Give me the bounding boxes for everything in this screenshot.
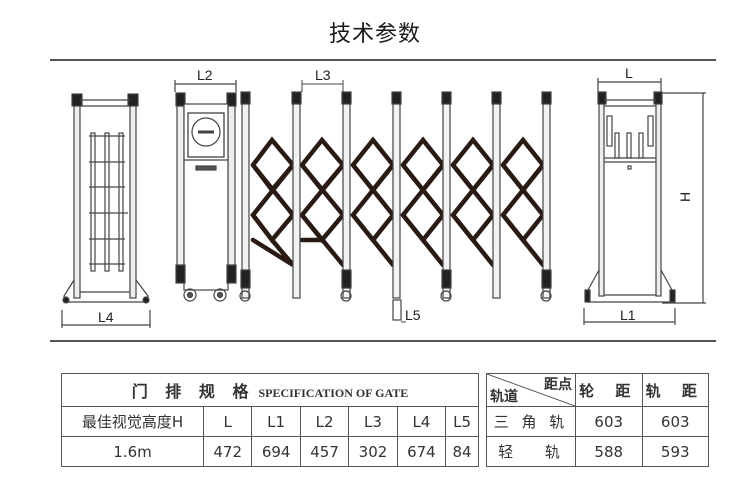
spec-header-en: SPECIFICATION OF GATE [258, 386, 409, 400]
cell-L1: 694 [251, 436, 301, 467]
cell-wheel-distance: 603 [575, 406, 643, 437]
cell-L: 472 [202, 436, 253, 467]
cell-height: 1.6m [61, 436, 204, 467]
col-header-L1: L1 [251, 406, 301, 437]
col-header-L2: L2 [299, 406, 350, 437]
col-header-height: 最佳视觉高度H [61, 406, 204, 437]
cell-L5: 84 [445, 436, 479, 467]
table-row: 三 角 轨 603 603 [486, 406, 709, 437]
label-L3: L3 [315, 67, 331, 83]
gate-posts [239, 91, 552, 321]
col-header-L4: L4 [396, 406, 447, 437]
track-table: 距点 轨道 轮 距 轨 距 三 角 轨 603 603 轻 轨 588 593 [486, 373, 709, 467]
corner-cell: 距点 轨道 [486, 373, 576, 407]
corner-label-bottom: 轨道 [490, 389, 518, 405]
label-L2: L2 [197, 67, 213, 83]
label-L4: L4 [98, 309, 114, 325]
label-L1: L1 [620, 307, 636, 323]
cell-L3: 302 [348, 436, 398, 467]
table-row: 1.6m 472 694 457 302 674 84 [61, 436, 479, 467]
table-row: 轻 轨 588 593 [486, 436, 709, 467]
cell-rail-distance: 603 [641, 406, 709, 437]
row-label-triangle-rail: 三 角 轨 [486, 406, 576, 437]
side-view-right [583, 78, 706, 325]
cell-rail-distance: 593 [641, 436, 709, 467]
bottom-divider [50, 340, 716, 342]
label-L: L [625, 65, 633, 81]
col-header-wheel-distance: 轮 距 [575, 373, 643, 407]
label-L5: L5 [405, 307, 421, 323]
diagonal-divider [487, 374, 575, 406]
spec-header-cn: 门 排 规 格 [131, 382, 255, 401]
row-label-light-rail: 轻 轨 [486, 436, 576, 467]
label-H: H [677, 192, 693, 202]
col-header-L5: L5 [445, 406, 479, 437]
col-header-L3: L3 [348, 406, 398, 437]
corner-label-top: 距点 [544, 377, 572, 393]
cell-L2: 457 [299, 436, 350, 467]
cell-wheel-distance: 588 [575, 436, 643, 467]
cell-L4: 674 [396, 436, 447, 467]
gate-technical-drawing: L4 L2 [61, 65, 706, 328]
page-title: 技术参数 [328, 22, 421, 47]
col-header-L: L [202, 406, 253, 437]
side-view-left [61, 93, 151, 328]
control-box-view [174, 80, 237, 302]
col-header-rail-distance: 轨 距 [641, 373, 709, 407]
top-divider [50, 59, 716, 61]
